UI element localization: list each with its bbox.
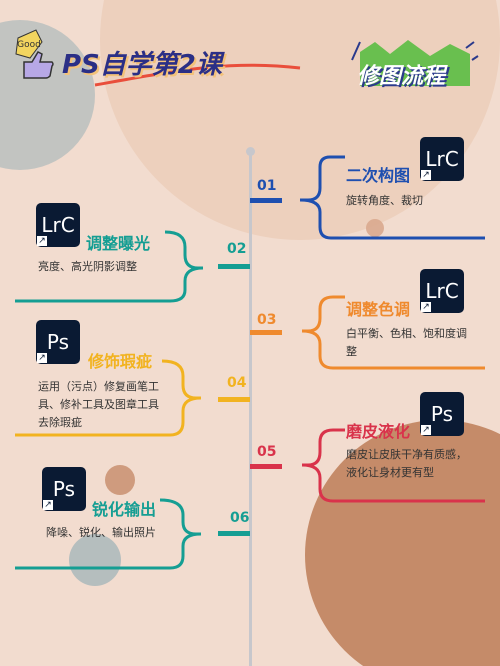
shortcut-arrow-icon: ↗ [421,302,431,312]
timeline-line [249,150,252,666]
step-4-title: 修饰瑕疵 [88,352,153,371]
step-6-description: 降噪、锐化、输出照片 [46,526,156,539]
step-1-description: 旋转角度、裁切 [346,194,423,207]
photoshop-icon-label: Ps [46,330,70,354]
step-4-marker [218,397,250,402]
step-2-marker [218,264,250,269]
shortcut-arrow-icon: ↗ [421,425,431,435]
lightroom-classic-icon-label: LrC [425,147,459,171]
step-3-description: 白平衡、色相、饱和度调整 [346,327,467,358]
shortcut-arrow-icon: ↗ [37,353,47,363]
badge-background [350,38,480,88]
step-2-number: 02 [227,241,247,257]
step-3-marker [250,330,282,335]
step-1-number: 01 [257,178,277,194]
photoshop-icon-label: Ps [52,477,76,501]
shortcut-arrow-icon: ↗ [43,500,53,510]
step-2-title: 调整曝光 [86,234,151,253]
step-4-number: 04 [227,375,247,391]
step-2-description: 亮度、高光阴影调整 [38,260,137,273]
step-1-marker [250,198,282,203]
good-sticker: Good [8,24,48,64]
step-5-description: 磨皮让皮肤干净有质感，液化让身材更有型 [346,448,467,479]
shortcut-arrow-icon: ↗ [37,236,47,246]
thumbs-up-icon [18,48,56,80]
step-6-number: 06 [230,510,250,526]
step-5-app-icon: Ps ↗ [420,392,464,436]
lightroom-classic-icon-label: LrC [425,279,459,303]
step-6-app-icon: Ps ↗ [42,467,86,511]
step-5-marker [250,464,282,469]
step-1-app-icon: LrC ↗ [420,137,464,181]
svg-text:Good: Good [17,40,41,50]
page-title: PS自学第2课 [62,50,222,80]
step-6-marker [218,531,250,536]
step-5-title: 磨皮液化 [346,422,411,441]
step-3-app-icon: LrC ↗ [420,269,464,313]
badge-title: 修图流程 [357,64,446,89]
timeline-start-dot [246,147,255,156]
step-2-app-icon: LrC ↗ [36,203,80,247]
step-1-title: 二次构图 [346,166,411,185]
photoshop-icon-label: Ps [430,402,454,426]
step-5-number: 05 [257,444,277,460]
step-4-description: 运用（污点）修复画笔工具、修补工具及图章工具去除瑕疵 [38,380,159,429]
step-4-app-icon: Ps ↗ [36,320,80,364]
step-6-title: 锐化输出 [92,500,157,519]
lightroom-classic-icon-label: LrC [41,213,75,237]
step-3-number: 03 [257,312,277,328]
shortcut-arrow-icon: ↗ [421,170,431,180]
step-3-title: 调整色调 [346,300,411,319]
